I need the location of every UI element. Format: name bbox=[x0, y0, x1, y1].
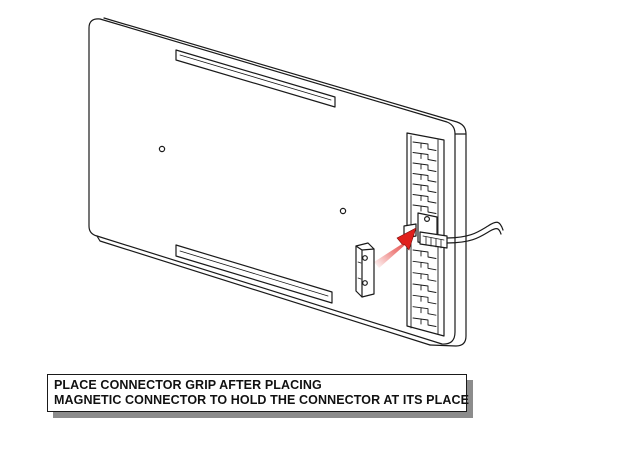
instruction-caption: PLACE CONNECTOR GRIP AFTER PLACING MAGNE… bbox=[47, 374, 470, 412]
terminal-pin bbox=[412, 141, 437, 151]
instruction-line-2: MAGNETIC CONNECTOR TO HOLD THE CONNECTOR… bbox=[54, 393, 470, 407]
terminal-pin bbox=[412, 317, 437, 327]
screw-hole-left bbox=[158, 145, 166, 153]
connector-cable bbox=[446, 221, 504, 244]
terminal-pin bbox=[412, 294, 437, 305]
terminal-pin bbox=[412, 173, 437, 183]
terminal-pin bbox=[412, 272, 437, 282]
terminal-pin bbox=[412, 162, 437, 172]
terminal-pin bbox=[412, 204, 437, 214]
terminal-pin bbox=[412, 152, 437, 162]
screw-holes bbox=[158, 145, 347, 215]
screw-hole-right bbox=[339, 207, 347, 215]
terminal-pin bbox=[412, 183, 437, 193]
terminal-pin bbox=[412, 249, 437, 259]
lower-slot bbox=[175, 244, 333, 304]
red-insert-arrow-icon bbox=[374, 227, 417, 268]
terminal-pins-lower bbox=[412, 249, 437, 327]
connector-grip bbox=[355, 242, 375, 298]
upper-slot bbox=[175, 49, 336, 108]
terminal-pin bbox=[412, 260, 437, 271]
terminal-pin bbox=[412, 194, 437, 204]
terminal-pin bbox=[412, 283, 437, 293]
terminal-pin bbox=[412, 306, 437, 316]
instruction-line-1: PLACE CONNECTOR GRIP AFTER PLACING bbox=[54, 378, 322, 392]
terminal-pins-upper bbox=[412, 141, 437, 214]
